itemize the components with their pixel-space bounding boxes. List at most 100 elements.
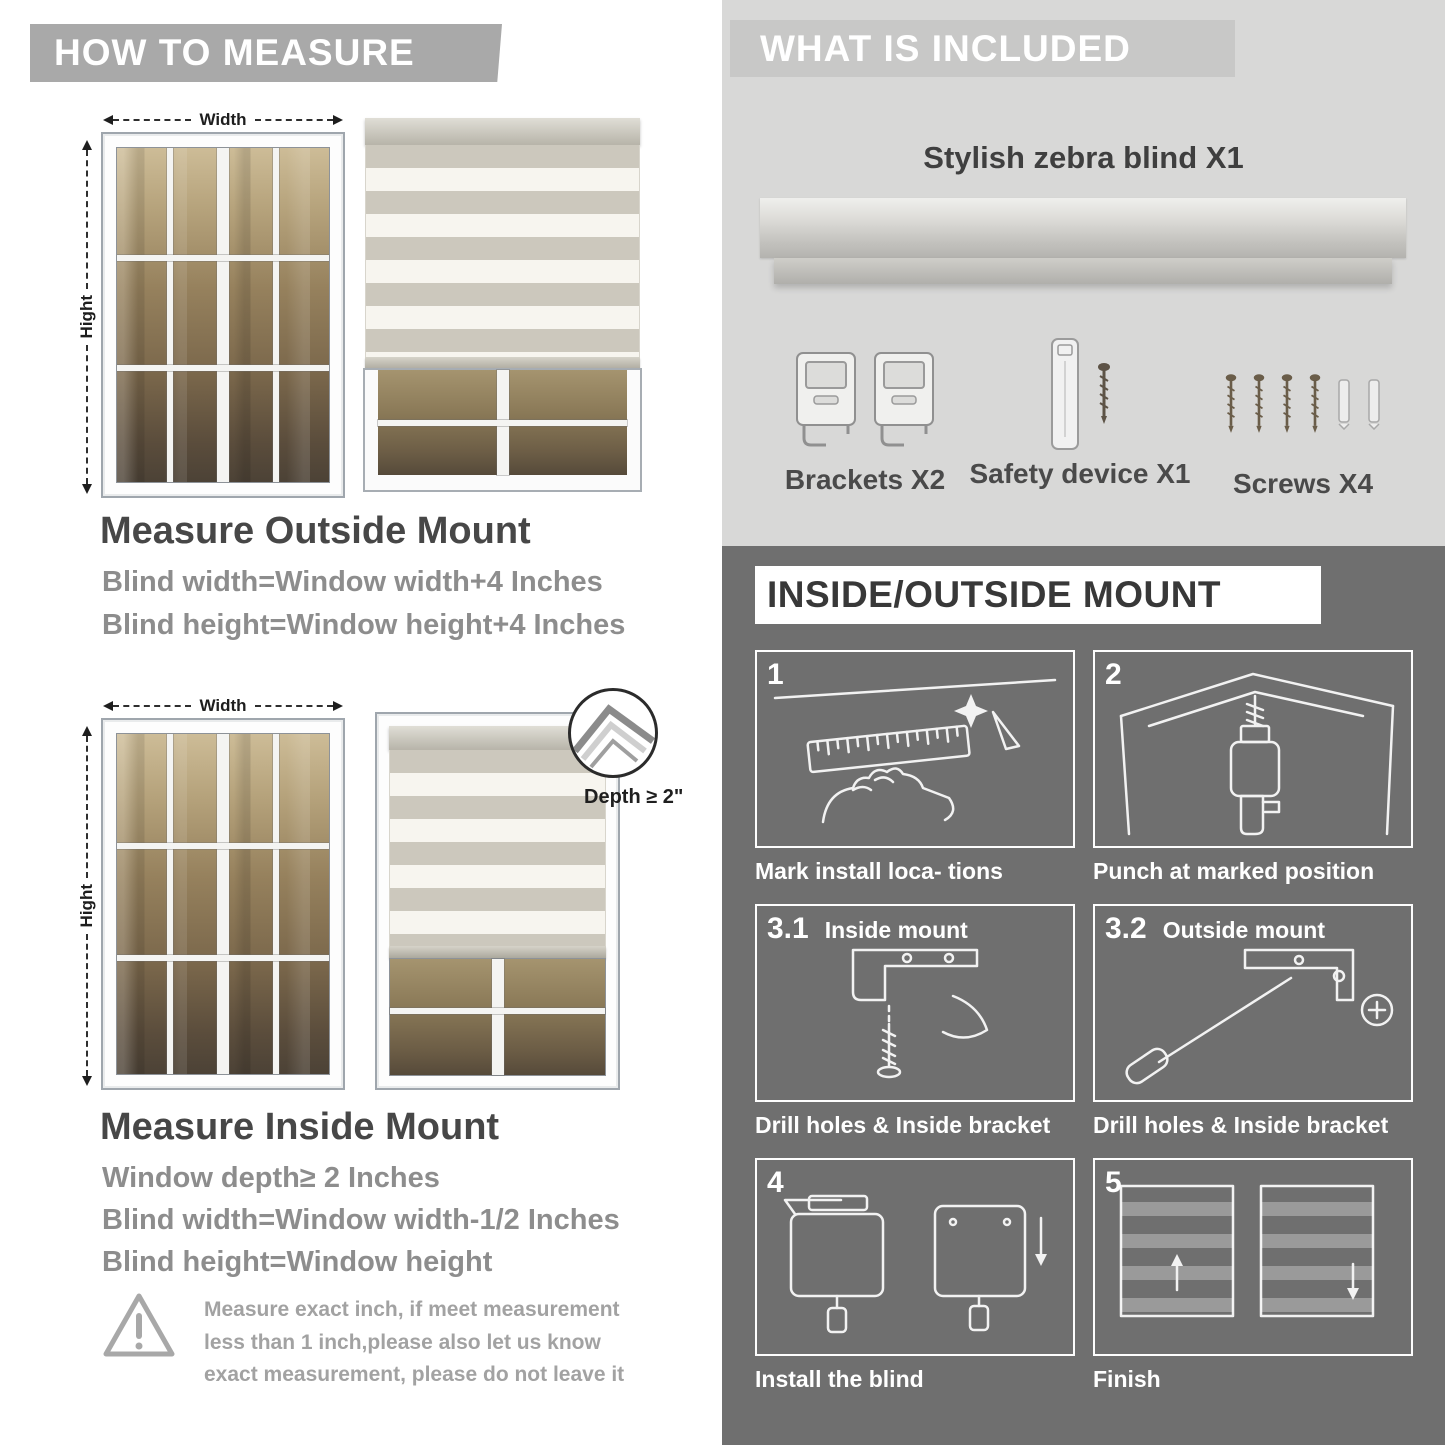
product-title: Stylish zebra blind X1	[923, 140, 1244, 175]
what-is-included-section: WHAT IS INCLUDED Stylish zebra blind X1	[722, 0, 1445, 546]
inside-mount-rule-height: Blind height=Window height	[102, 1246, 493, 1278]
inside-mount-blind-figure	[375, 712, 620, 1090]
window-center-divider	[217, 734, 229, 1074]
blind-bottomrail	[365, 357, 640, 370]
window-illustration	[101, 132, 345, 498]
step-panel: 5	[1093, 1158, 1413, 1356]
width-label: Width	[199, 110, 247, 129]
window-lower-part	[365, 370, 640, 490]
step-number: 1	[767, 658, 784, 691]
step-number: 4	[767, 1166, 784, 1199]
arrow-line	[86, 736, 88, 879]
screw-icons	[1224, 340, 1382, 468]
wall-anchor-icon	[1338, 379, 1350, 430]
blind-bottomrail	[389, 946, 606, 958]
zebra-blind-headrail-illustration	[760, 198, 1406, 284]
depth-callout-magnifier	[568, 688, 658, 778]
safety-device-icons	[1048, 330, 1112, 458]
window-muntin	[378, 419, 627, 426]
screws-part: Screws X4	[1200, 340, 1406, 500]
arrowhead-right-icon	[333, 115, 343, 125]
screws-label: Screws X4	[1232, 468, 1374, 499]
warning-triangle-icon	[103, 1293, 175, 1357]
blind-inside-frame	[389, 726, 606, 1076]
inside-bracket-illustration	[851, 948, 989, 1079]
width-arrow: Width	[103, 110, 343, 130]
arrow-line	[86, 933, 88, 1076]
screw-icon	[1225, 374, 1237, 433]
zebra-stripes	[389, 750, 606, 946]
width-label: Width	[199, 696, 247, 715]
outside-mount-window-figure: Width Hight	[75, 104, 345, 498]
height-arrow: Hight	[77, 140, 97, 494]
step-head: 4	[767, 1166, 800, 1200]
arrow-line	[86, 150, 88, 290]
window-lower-part	[389, 958, 606, 1076]
warning-note-text: Measure exact inch, if meet measurement …	[204, 1298, 625, 1387]
step-install-blind: 4	[755, 1158, 1075, 1393]
arrowhead-right-icon	[333, 701, 343, 711]
step-inside-bracket: 3.1 Inside mount Drill holes & Insid	[755, 904, 1075, 1139]
window-muntin	[117, 255, 329, 262]
brackets-label: Brackets X2	[784, 464, 946, 495]
inside-mount-heading: Measure Inside Mount	[100, 1106, 500, 1148]
wall-anchor-icon	[1368, 379, 1380, 430]
arrowhead-down-icon	[82, 484, 92, 494]
how-to-measure-banner: HOW TO MEASURE	[30, 24, 502, 82]
step-caption: Finish	[1093, 1366, 1161, 1392]
window-muntin	[390, 1008, 605, 1015]
blind-headrail	[365, 118, 640, 145]
step-title: Inside mount	[824, 917, 968, 943]
step-caption: Install the blind	[755, 1366, 924, 1392]
outside-mount-heading: Measure Outside Mount	[100, 510, 531, 552]
arrow-line	[113, 119, 192, 121]
window-illustration	[101, 718, 345, 1090]
window-glass	[116, 733, 330, 1075]
measure-warning: Measure exact inch, if meet measurement …	[100, 1290, 645, 1392]
arrow-line	[254, 119, 333, 121]
step-number: 3.2	[1105, 912, 1147, 945]
step-mark-location: 1 Mark	[755, 650, 1075, 885]
depth-requirement-label: Depth ≥ 2"	[584, 786, 684, 808]
step-caption: Punch at marked position	[1093, 858, 1375, 884]
window-muntin	[273, 148, 279, 482]
height-arrow: Hight	[77, 726, 97, 1086]
window-corner-detail-icon	[572, 704, 655, 769]
arrowhead-left-icon	[103, 701, 113, 711]
step-outside-bracket: 3.2 Outside mount Drill holes & Insi	[1093, 904, 1413, 1139]
safety-device-part: Safety device X1	[969, 330, 1191, 490]
window-muntin	[167, 148, 173, 482]
bracket-icons	[794, 336, 936, 464]
inside-outside-mount-section: INSIDE/OUTSIDE MOUNT 1	[722, 546, 1445, 1445]
window-muntin	[117, 843, 329, 850]
step-caption: Drill holes & Inside bracket	[755, 1112, 1051, 1138]
step-caption: Drill holes & Inside bracket	[1093, 1112, 1389, 1138]
outside-mount-rule-width: Blind width=Window width+4 Inches	[102, 566, 603, 598]
outside-mount-blind-figure	[365, 118, 640, 490]
headrail-underside	[774, 258, 1392, 284]
screw-icon	[1098, 363, 1110, 424]
arrowhead-up-icon	[82, 726, 92, 736]
mark-location-illustration	[773, 678, 1057, 824]
arrow-line	[254, 705, 333, 707]
window-muntin	[117, 365, 329, 372]
inside-mount-rule-width: Blind width=Window width-1/2 Inches	[102, 1204, 620, 1236]
window-muntin	[167, 734, 173, 1074]
headrail-bar	[760, 198, 1406, 258]
step-head: 5	[1105, 1166, 1138, 1200]
how-to-measure-title: HOW TO MEASURE	[54, 32, 415, 73]
mount-banner: INSIDE/OUTSIDE MOUNT	[755, 566, 1321, 624]
outside-bracket-illustration	[1125, 948, 1394, 1085]
step-title: Outside mount	[1162, 917, 1325, 943]
width-arrow: Width	[103, 696, 343, 716]
zebra-stripes	[365, 145, 640, 357]
arrow-line	[113, 705, 192, 707]
arrowhead-left-icon	[103, 115, 113, 125]
what-is-included-title: WHAT IS INCLUDED	[760, 27, 1131, 69]
height-label: Hight	[77, 295, 96, 339]
arrowhead-down-icon	[82, 1076, 92, 1086]
brackets-part: Brackets X2	[770, 336, 960, 496]
install-blind-illustration	[783, 1194, 1047, 1334]
step-number: 2	[1105, 658, 1122, 691]
